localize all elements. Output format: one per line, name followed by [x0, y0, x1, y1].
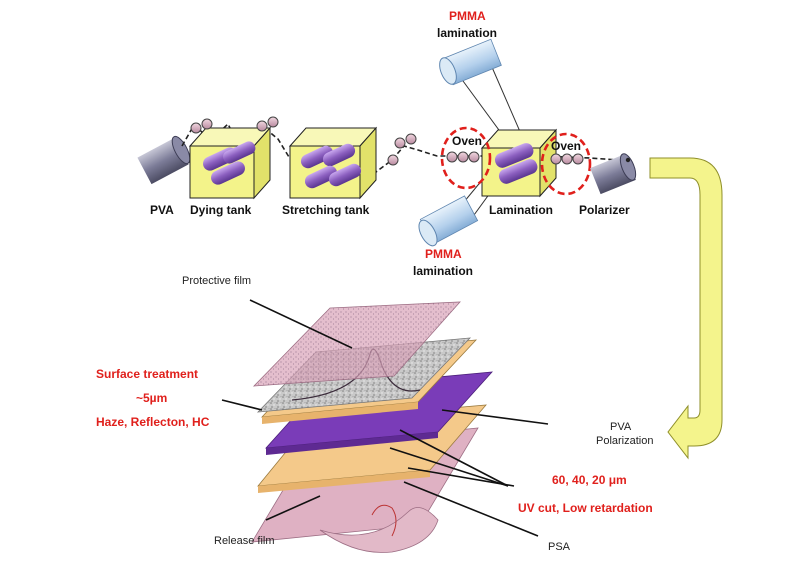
oven-right-label: Oven	[551, 139, 581, 153]
lamination-label: Lamination	[489, 203, 553, 217]
process-line: PVA Dying tank Stretching tank Laminatio…	[137, 9, 637, 278]
release-film-label: Release film	[214, 535, 275, 547]
lamination-unit	[480, 128, 558, 198]
pva-polarization-label: PVA	[610, 421, 632, 433]
thickness-label: ~5µm	[136, 391, 167, 405]
stretching-tank	[288, 126, 378, 200]
thickness-options-label: 60, 40, 20 μm	[552, 473, 627, 487]
dying-tank-label: Dying tank	[190, 203, 252, 217]
stretching-tank-label: Stretching tank	[282, 203, 370, 217]
pmma-bottom-sublabel: lamination	[413, 264, 473, 278]
dying-tank-guide-rollers	[190, 116, 279, 134]
psa-label: PSA	[548, 541, 571, 553]
layer-stack	[251, 301, 493, 553]
polarizer-label: Polarizer	[579, 203, 630, 217]
polarizer-roll	[590, 153, 637, 195]
dying-tank-rollers	[203, 141, 256, 185]
pva-label: PVA	[150, 203, 174, 217]
protective-film-label: Protective film	[182, 275, 251, 287]
pva-polarization-sublabel: Polarization	[596, 435, 653, 447]
stretching-tank-rollers	[300, 143, 362, 189]
functions-label: Haze, Reflecton, HC	[96, 415, 210, 429]
pmma-bottom-label: PMMA	[425, 247, 462, 261]
oven-left-label: Oven	[452, 134, 482, 148]
surface-treatment-label: Surface treatment	[96, 367, 198, 381]
uv-cut-label: UV cut, Low retardation	[518, 501, 653, 515]
oven-right-rollers	[550, 153, 584, 165]
leader-lines	[221, 299, 549, 537]
pva-roll	[137, 135, 191, 185]
flow-arrow	[649, 157, 723, 460]
oven-left-circle	[440, 126, 492, 190]
pmma-top-label: PMMA	[449, 9, 486, 23]
oven-left-rollers	[446, 151, 480, 163]
oven-right-circle	[540, 132, 592, 196]
dying-tank	[188, 116, 279, 200]
release-film-curl	[319, 507, 439, 553]
guide-rollers-mid	[387, 133, 417, 166]
pmma-top-sublabel: lamination	[437, 26, 497, 40]
